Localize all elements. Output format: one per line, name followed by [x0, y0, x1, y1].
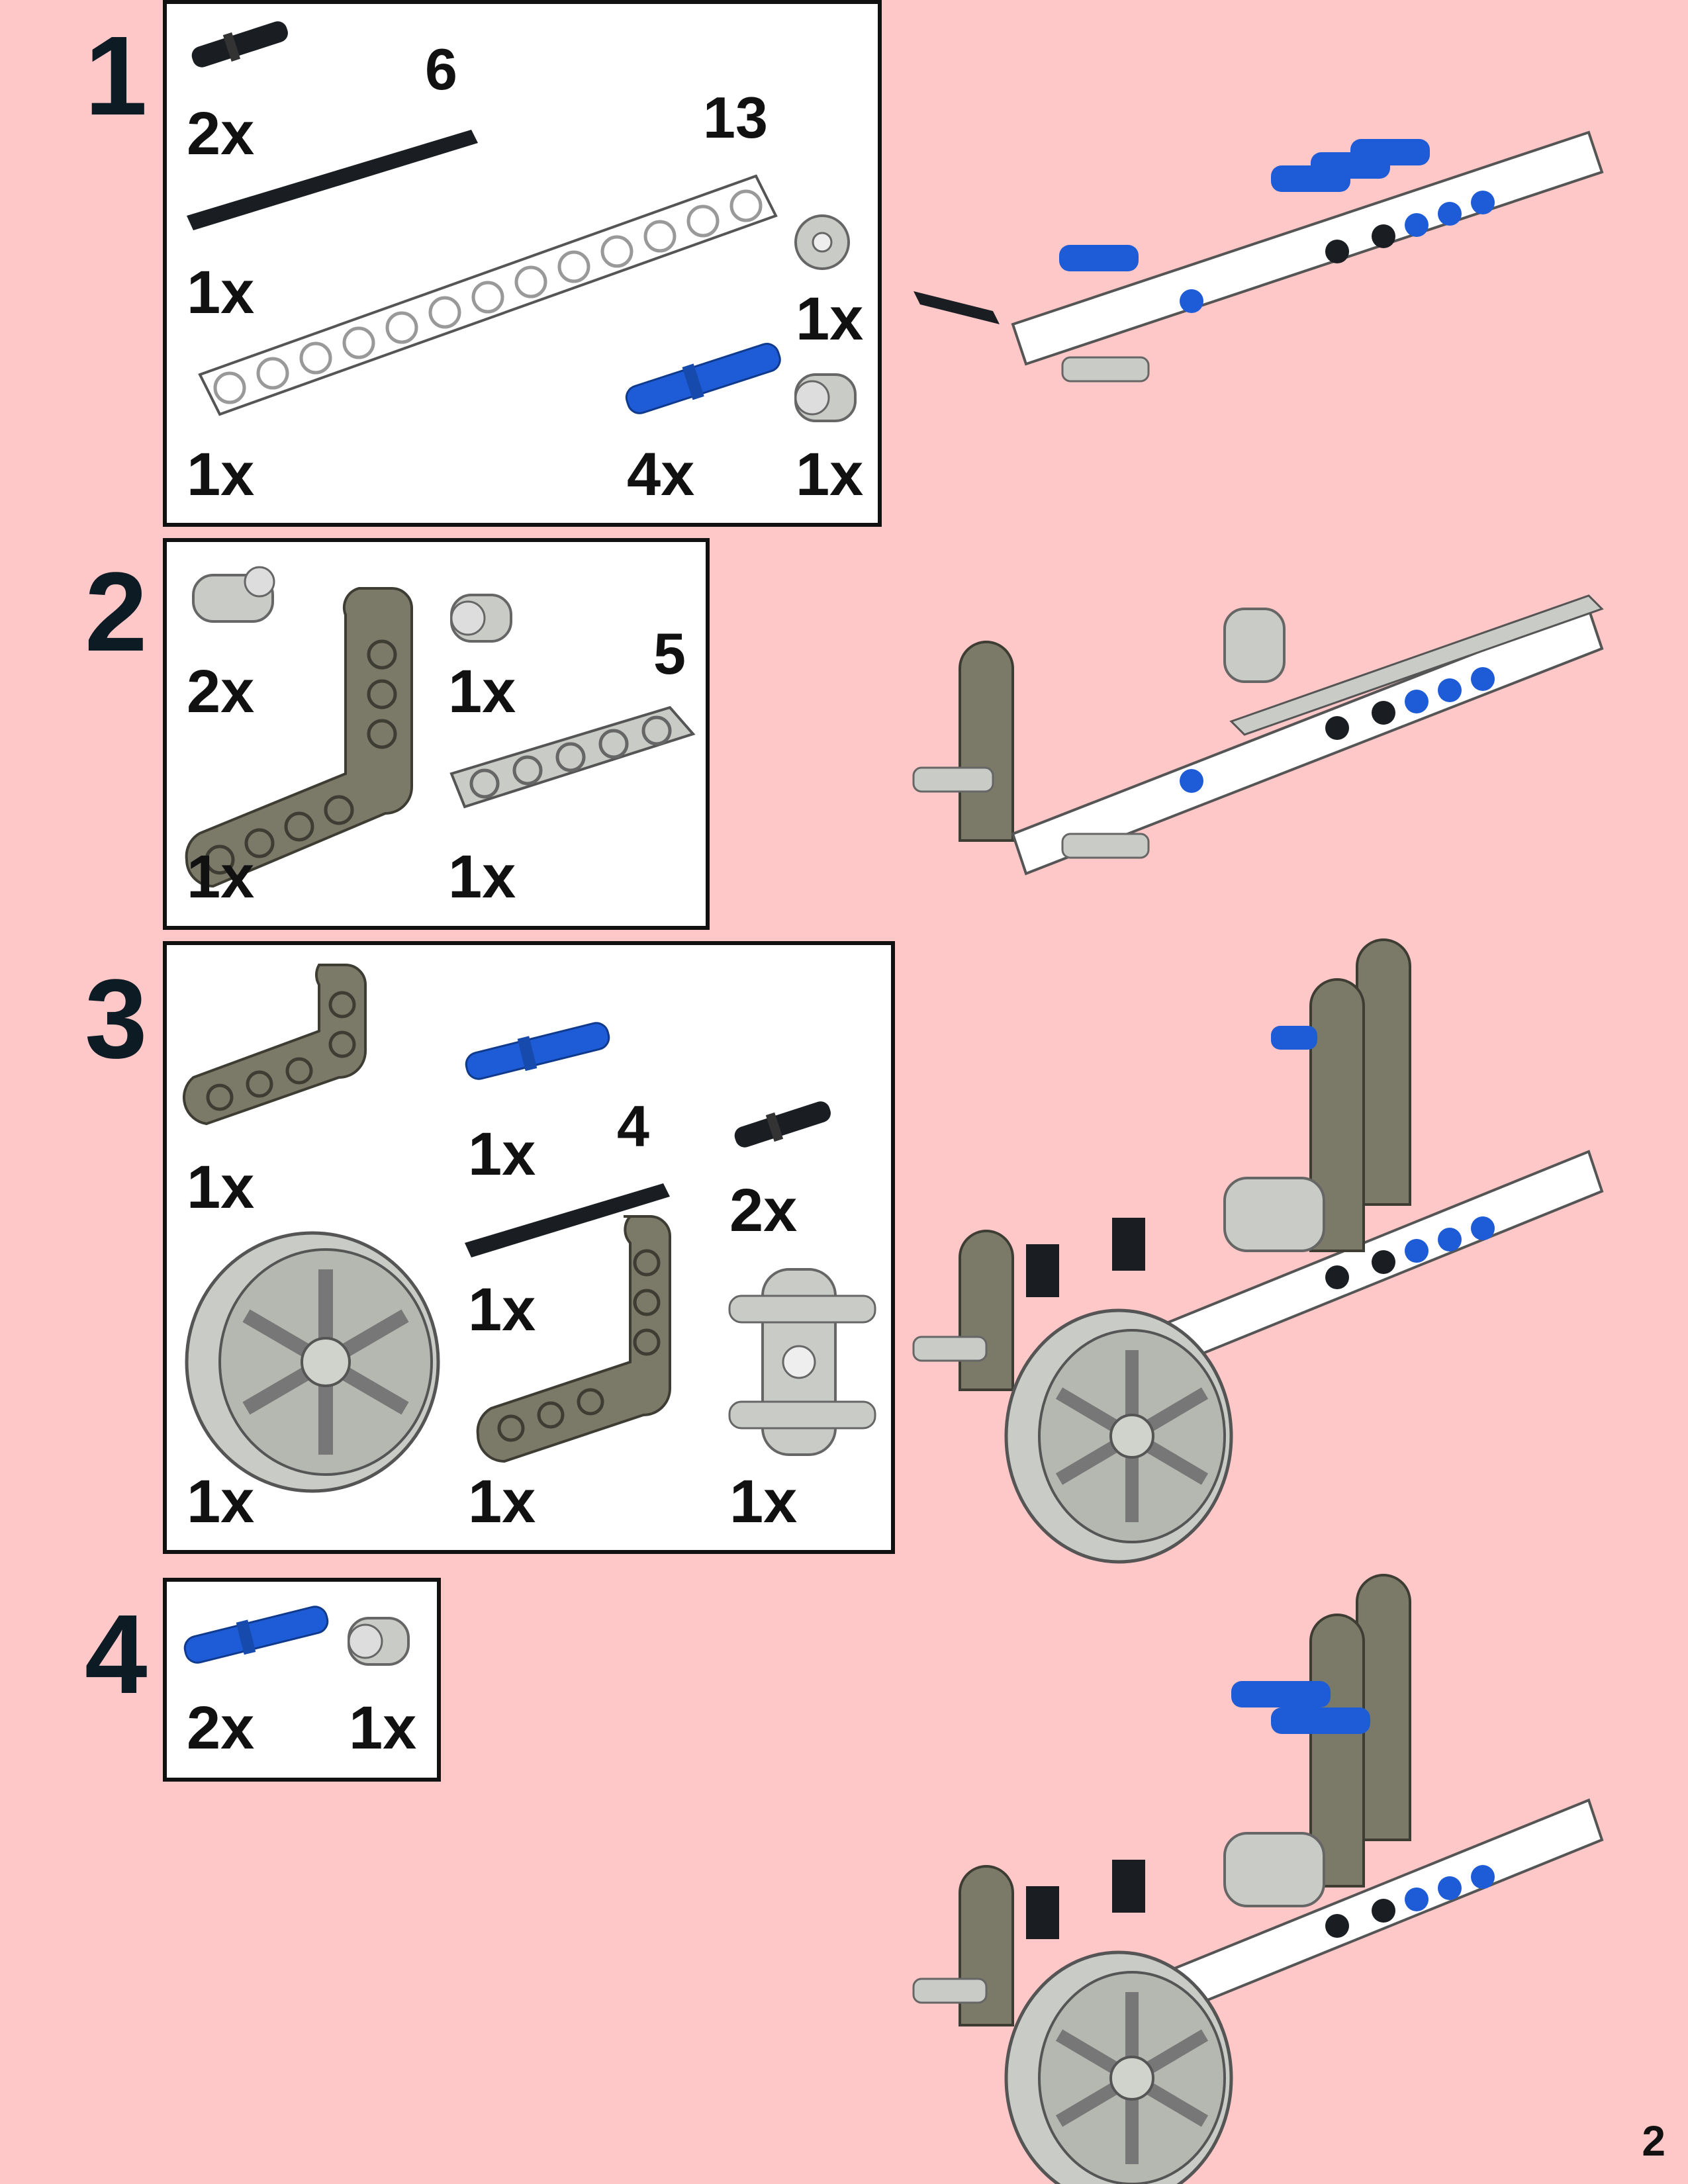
quantity-label: 2x: [187, 658, 255, 725]
quantity-label: 1x: [468, 1468, 536, 1535]
quantity-label: 1x: [349, 1694, 417, 1762]
half-bush-part: [450, 594, 512, 643]
quantity-label: 2x: [187, 100, 255, 167]
dark-l-beam-part: [476, 1215, 671, 1463]
quantity-label: 1x: [187, 259, 255, 326]
quantity-label: 2x: [187, 1694, 255, 1762]
step-number: 1: [85, 13, 148, 139]
parts-list-step-4: 2x 1x: [163, 1578, 441, 1782]
quantity-label: 1x: [187, 843, 255, 911]
parts-list-step-3: 1x 1x 4 2x 1x 1x 1x 1x: [163, 941, 895, 1554]
cross-block-part: [192, 566, 275, 623]
assembly-step-3: [912, 938, 1604, 1564]
quantity-label: 1x: [448, 658, 516, 725]
assembly-step-2: [912, 594, 1604, 876]
blue-pin-part: [183, 1606, 329, 1664]
blue-pin-part: [465, 1022, 610, 1080]
quantity-label: 1x: [468, 1276, 536, 1343]
length-label: 5: [653, 621, 686, 686]
white-beam-part: [198, 174, 778, 416]
parts-list-step-1: 2x 6 1x 13 1x 1x 4x 1x: [163, 0, 882, 527]
half-bush-part: [348, 1617, 410, 1666]
quantity-label: 2x: [729, 1177, 798, 1244]
black-pin-part: [191, 21, 288, 68]
quantity-label: 1x: [187, 1468, 255, 1535]
parts-list-step-2: 2x 1x 5 1x 1x: [163, 538, 710, 930]
gray-beam-part: [449, 705, 696, 809]
quantity-label: 1x: [468, 1120, 536, 1188]
quantity-label: 1x: [796, 285, 864, 353]
quantity-label: 1x: [187, 441, 255, 508]
quantity-label: 1x: [729, 1468, 798, 1535]
dark-l-beam-part: [185, 587, 413, 888]
dark-l-beam-part: [182, 964, 367, 1126]
black-axle-part: [465, 1183, 670, 1257]
wheel-rim-part: [185, 1231, 440, 1493]
step-number: 2: [85, 549, 148, 675]
quantity-label: 1x: [187, 1154, 255, 1221]
black-axle-part: [187, 130, 478, 230]
step-number: 4: [85, 1592, 148, 1717]
assembly-step-1: [914, 130, 1604, 383]
quantity-label: 4x: [627, 441, 695, 508]
assembly-step-4: [912, 1574, 1604, 2184]
quantity-label: 1x: [796, 441, 864, 508]
black-pin-part: [734, 1101, 831, 1148]
step-number: 3: [85, 956, 148, 1082]
half-bush-part: [794, 373, 857, 422]
length-label: 6: [425, 36, 457, 102]
bush-part: [794, 214, 850, 270]
page-number: 2: [1642, 2117, 1665, 2165]
length-label: 4: [617, 1093, 649, 1159]
blue-pin-part: [625, 343, 781, 414]
length-label: 13: [703, 85, 768, 150]
quantity-label: 1x: [448, 843, 516, 911]
cross-connector-part: [728, 1268, 876, 1456]
